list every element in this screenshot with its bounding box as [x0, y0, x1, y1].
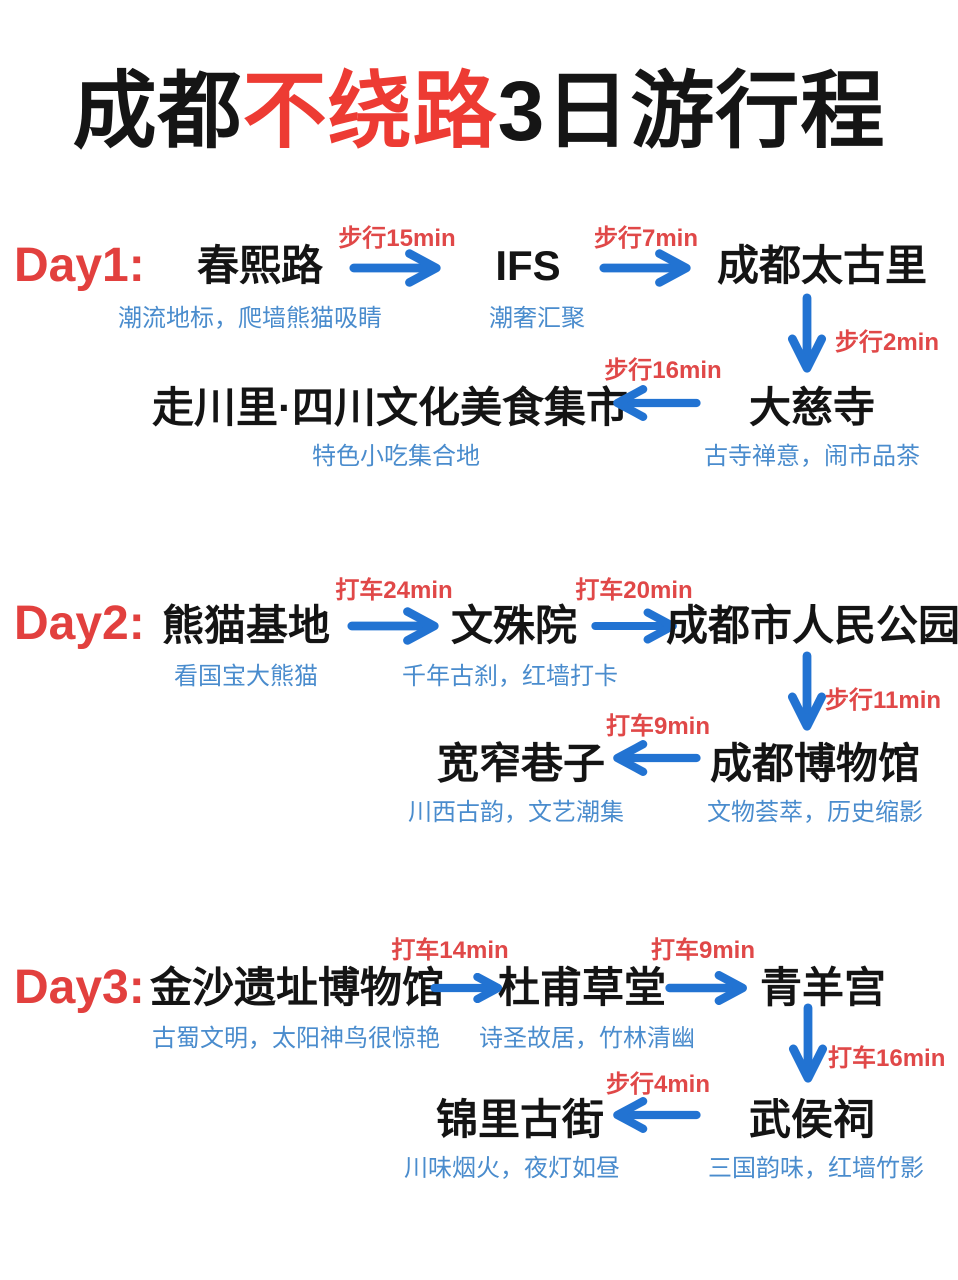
arrow-down-icon: [787, 651, 827, 731]
stop-jinsha-museum: 金沙遗址博物馆: [149, 964, 445, 1011]
stop-taikoo-li: 成都太古里: [716, 242, 928, 289]
desc-ifs: 潮奢汇聚: [489, 305, 585, 332]
desc-jinsha-museum: 古蜀文明，太阳神鸟很惊艳: [152, 1025, 440, 1052]
arrow-left-icon: [613, 385, 701, 421]
day1-label: Day1:: [14, 239, 145, 292]
stop-chengdu-museum: 成都博物馆: [709, 740, 921, 787]
arrow-right-icon: [665, 971, 747, 1005]
leg-label-taxi9-day3: 打车9min: [650, 937, 756, 964]
arrow-down-icon: [788, 1003, 828, 1083]
leg-label-taxi14: 打车14min: [391, 937, 509, 964]
title-part-highlight: 不绕路: [242, 64, 498, 158]
desc-chengdu-museum: 文物荟萃，历史缩影: [707, 799, 923, 826]
leg-label-walk2: 步行2min: [835, 329, 940, 356]
arrow-right-icon: [591, 608, 677, 644]
leg-label-walk4: 步行4min: [605, 1071, 711, 1098]
leg-label-walk11: 步行11min: [825, 687, 942, 714]
arrow-down-icon: [787, 293, 827, 373]
desc-dufu-cottage: 诗圣故居，竹林清幽: [479, 1025, 695, 1052]
desc-wenshu-monastery: 千年古刹，红墙打卡: [402, 663, 618, 690]
leg-label-walk15: 步行15min: [338, 225, 456, 252]
title-part-right: 3日游行程: [497, 64, 886, 158]
arrow-left-icon: [613, 740, 701, 776]
leg-label-taxi16: 打车16min: [828, 1045, 946, 1072]
leg-label-taxi24: 打车24min: [335, 577, 453, 604]
desc-jinli-street: 川味烟火，夜灯如昼: [404, 1155, 620, 1182]
stop-panda-base: 熊猫基地: [161, 602, 331, 649]
stop-chunxi-road: 春熙路: [196, 242, 324, 289]
desc-panda-base: 看国宝大熊猫: [174, 663, 318, 690]
day2-label: Day2:: [14, 597, 145, 650]
stop-kuanzhai-alley: 宽窄巷子: [436, 740, 606, 787]
leg-label-taxi20: 打车20min: [575, 577, 693, 604]
stop-wenshu-monastery: 文殊院: [450, 602, 578, 649]
stop-peoples-park: 成都市人民公园: [665, 602, 958, 649]
arrow-right-icon: [599, 249, 691, 287]
stop-zouchuanli-market: 走川里·四川文化美食集市: [152, 384, 628, 431]
desc-zouchuanli-market: 特色小吃集合地: [312, 443, 480, 470]
leg-label-taxi9-day2: 打车9min: [605, 713, 711, 740]
desc-wuhou-shrine: 三国韵味，红墙竹影: [708, 1155, 924, 1182]
stop-wuhou-shrine: 武侯祠: [748, 1096, 876, 1143]
arrow-right-icon: [347, 607, 439, 645]
day3-label: Day3:: [14, 961, 145, 1014]
stop-daci-temple: 大慈寺: [748, 384, 876, 431]
stop-dufu-cottage: 杜甫草堂: [497, 964, 667, 1011]
title-part-left: 成都: [72, 64, 243, 158]
stop-ifs: IFS: [495, 242, 561, 289]
arrow-right-icon: [430, 973, 503, 1003]
desc-kuanzhai-alley: 川西古韵，文艺潮集: [408, 799, 624, 826]
stop-jinli-street: 锦里古街: [435, 1096, 605, 1143]
arrow-left-icon: [613, 1097, 701, 1133]
desc-chunxi-road: 潮流地标，爬墙熊猫吸睛: [118, 305, 382, 332]
arrow-right-icon: [349, 249, 441, 287]
desc-daci-temple: 古寺禅意，闹市品茶: [704, 443, 920, 470]
page-title: 成都不绕路3日游行程: [0, 44, 958, 165]
leg-label-walk16: 步行16min: [604, 357, 722, 384]
leg-label-walk7: 步行7min: [593, 225, 699, 252]
stop-qingyang-palace: 青羊宫: [759, 964, 887, 1011]
